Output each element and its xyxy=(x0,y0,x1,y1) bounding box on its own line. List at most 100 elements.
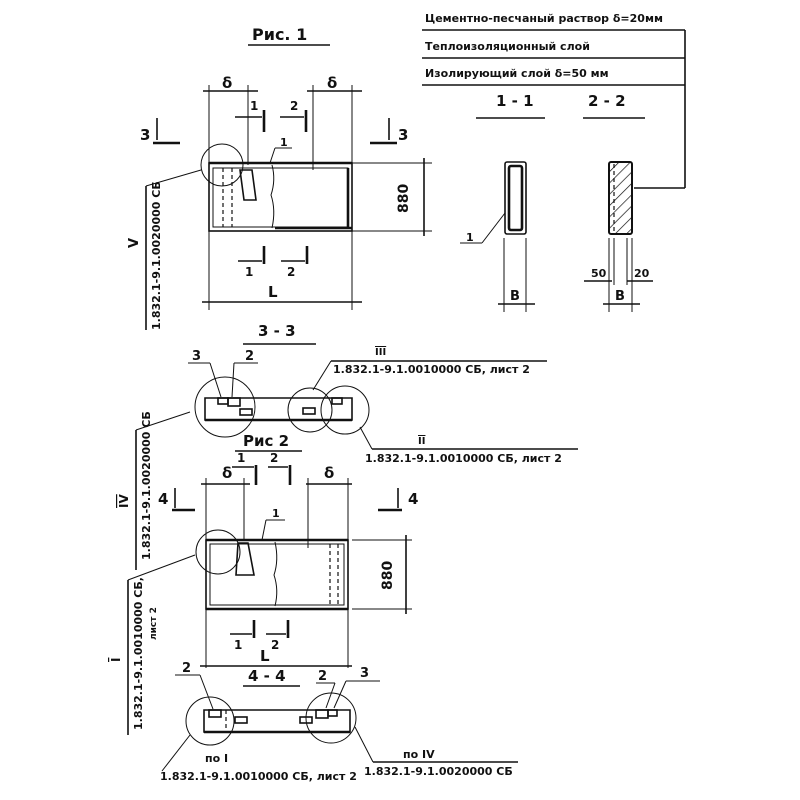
section-title: 2 - 2 xyxy=(588,92,626,110)
cut-label: 1 xyxy=(234,638,242,652)
leader-line xyxy=(135,411,191,431)
insulation-detail xyxy=(315,709,329,719)
cut-label: 1 xyxy=(245,265,253,279)
lifting-loop xyxy=(239,408,253,416)
reference-doc: 1.832.1-9.1.0020000 СБ xyxy=(150,181,163,330)
insulation-detail xyxy=(217,397,229,405)
figure-2-title: Рис 2 xyxy=(243,432,289,450)
section-label: 4 xyxy=(158,490,168,508)
reference-doc: 1.832.1-9.1.0020000 СБ xyxy=(140,411,153,560)
lifting-loop xyxy=(234,716,248,724)
section-title: 3 - 3 xyxy=(258,322,296,340)
reference-mark: V xyxy=(127,238,142,248)
callout-label: 2 xyxy=(245,349,254,364)
reference-sheet: лист 2 xyxy=(149,607,159,640)
detail-circle xyxy=(287,387,333,433)
legend-row: Теплоизоляционный слой xyxy=(425,40,590,53)
callout-label: 2 xyxy=(182,661,191,676)
reference-doc: 1.832.1-9.1.0010000 СБ, xyxy=(132,577,145,730)
leader-line xyxy=(161,734,191,772)
reference-mark: III xyxy=(375,347,386,358)
delta-label: δ xyxy=(324,464,334,482)
leader-line xyxy=(325,682,336,709)
reference-doc: 1.832.1-9.1.0010000 СБ, лист 2 xyxy=(333,363,530,376)
section-3-3: 3 - 3 3 2 III 1.832.1-9.1.0010000 СБ, ли… xyxy=(188,322,578,465)
detail-circle xyxy=(200,143,244,187)
delta-label: δ xyxy=(222,74,232,92)
insulation-detail xyxy=(227,397,241,407)
callout-label: 1 xyxy=(280,136,288,149)
block-inner xyxy=(209,543,345,606)
section-2-2: 2 - 2 50 20 B xyxy=(583,92,653,312)
leader-line xyxy=(312,360,332,391)
legend-row: Изолирующий слой δ=50 мм xyxy=(425,67,609,80)
detail-circle xyxy=(194,376,256,438)
width-dimension: B xyxy=(615,289,625,304)
detail-circle xyxy=(305,692,357,744)
callout-label: 3 xyxy=(360,666,369,681)
section-title: 1 - 1 xyxy=(496,92,534,110)
width-dimension: B xyxy=(510,289,520,304)
detail-circle xyxy=(185,696,235,746)
cut-label: 1 xyxy=(250,99,258,113)
reference-mark: IV xyxy=(117,494,131,508)
reinforcement-frame xyxy=(507,164,524,232)
cut-label: 2 xyxy=(287,265,295,279)
lifting-loop xyxy=(302,407,316,415)
figure-1: Рис. 1 δ δ 1 2 3 3 1 xyxy=(127,25,432,330)
leader-line xyxy=(333,680,347,709)
section-4-4: 4 - 4 2 2 3 по I 1.832.1-9.1.0010000 СБ,… xyxy=(160,661,518,783)
detail-circle xyxy=(195,529,241,575)
section-label: 4 xyxy=(408,490,418,508)
insulation-layer xyxy=(608,161,633,235)
break-line xyxy=(273,541,278,607)
section-label: 3 xyxy=(398,126,408,144)
insulation-detail xyxy=(331,397,343,405)
height-dimension: 880 xyxy=(380,561,396,590)
dim-label-20: 20 xyxy=(634,267,650,280)
leader-line xyxy=(481,212,506,244)
section-title: 4 - 4 xyxy=(248,667,286,685)
legend-row: Цементно-песчаный раствор δ=20мм xyxy=(425,12,663,25)
figure-1-title: Рис. 1 xyxy=(252,25,307,44)
lifting-hole xyxy=(239,169,257,201)
cut-label: 2 xyxy=(271,638,279,652)
leader-line xyxy=(199,674,214,710)
leader-line xyxy=(127,554,196,581)
callout-label: 1 xyxy=(272,507,280,520)
detail-circle xyxy=(320,385,370,435)
leader-line xyxy=(209,362,222,398)
legend-table: Цементно-песчаный раствор δ=20мм Теплоиз… xyxy=(422,12,686,189)
reference-label: по I xyxy=(205,752,228,765)
break-line xyxy=(270,164,275,229)
leader-line xyxy=(354,726,374,763)
block-inner xyxy=(212,167,349,228)
callout-label: 1 xyxy=(466,231,474,244)
callout-label: 3 xyxy=(192,349,201,364)
cut-label: 2 xyxy=(290,99,298,113)
delta-label: δ xyxy=(327,74,337,92)
figure-2: Рис 2 δ δ 1 2 4 4 1 xyxy=(109,411,418,735)
reference-doc: 1.832.1-9.1.0020000 СБ xyxy=(364,765,513,778)
leader-line xyxy=(269,147,276,164)
reference-doc: 1.832.1-9.1.0010000 СБ, лист 2 xyxy=(160,770,357,783)
length-dimension: L xyxy=(268,283,278,301)
callout-label: 2 xyxy=(318,669,327,684)
section-outline xyxy=(504,161,527,235)
height-dimension: 880 xyxy=(396,184,412,213)
leader-line xyxy=(231,362,235,398)
reference-doc: 1.832.1-9.1.0010000 СБ, лист 2 xyxy=(365,452,562,465)
insulation-detail xyxy=(327,709,338,717)
reference-mark: II xyxy=(418,436,425,447)
leader-line xyxy=(261,519,267,541)
cut-label: 1 xyxy=(237,451,245,465)
reference-mark: I xyxy=(109,658,123,662)
insulation-detail xyxy=(208,709,222,718)
section-1-1: 1 - 1 1 B xyxy=(460,92,545,312)
leader-line xyxy=(145,169,202,187)
section-label: 3 xyxy=(140,126,150,144)
reference-label: по IV xyxy=(403,748,435,761)
cut-label: 2 xyxy=(270,451,278,465)
delta-label: δ xyxy=(222,464,232,482)
